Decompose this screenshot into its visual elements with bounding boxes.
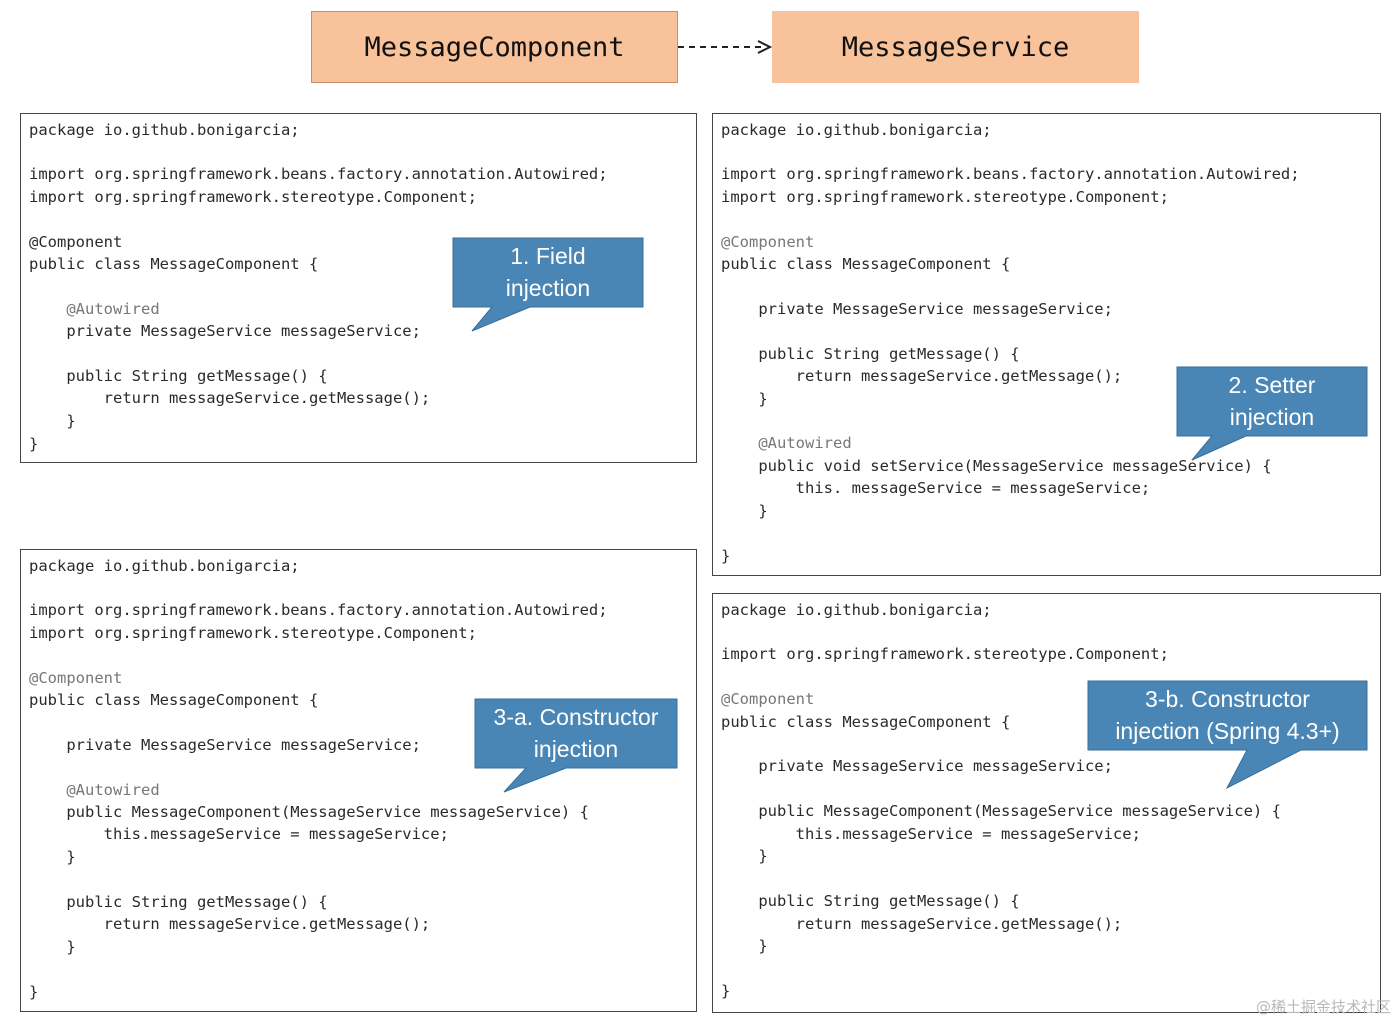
constructor-injection-a-panel: package io.github.bonigarcia; import org.… bbox=[20, 549, 697, 1012]
code-line: this.messageService = messageService; bbox=[29, 825, 449, 843]
code-line: private MessageService messageService; bbox=[721, 300, 1113, 318]
setter-injection-panel: package io.github.bonigarcia; import org.… bbox=[712, 113, 1381, 576]
callout-label: 1. Field injection bbox=[505, 243, 591, 301]
code-line: } bbox=[29, 412, 76, 430]
callout-shape bbox=[452, 237, 644, 332]
code-line: private MessageService messageService; bbox=[29, 322, 421, 340]
code-line: private MessageService messageService; bbox=[29, 736, 421, 754]
code-line: this.messageService = messageService; bbox=[721, 825, 1141, 843]
code-line: public String getMessage() { bbox=[29, 893, 328, 911]
code-line: } bbox=[29, 435, 39, 453]
code-line: } bbox=[721, 982, 731, 1000]
callout-label: 2. Setter injection bbox=[1228, 372, 1316, 430]
code-line: this. messageService = messageService; bbox=[721, 479, 1151, 497]
code-line: public MessageComponent(MessageService m… bbox=[721, 802, 1281, 820]
code-line: @Component bbox=[721, 233, 815, 251]
code-line: import org.springframework.beans.factory… bbox=[29, 601, 608, 619]
code-line: } bbox=[721, 847, 768, 865]
code-line: public class MessageComponent { bbox=[29, 691, 319, 709]
code-line: public String getMessage() { bbox=[721, 892, 1020, 910]
code-line: import org.springframework.stereotype.Co… bbox=[29, 624, 477, 642]
code-line: public MessageComponent(MessageService m… bbox=[29, 803, 589, 821]
code-line: return messageService.getMessage(); bbox=[29, 915, 431, 933]
code-line: import org.springframework.beans.factory… bbox=[721, 165, 1300, 183]
code-line: return messageService.getMessage(); bbox=[721, 915, 1123, 933]
code-line: package io.github.bonigarcia; bbox=[29, 557, 300, 575]
code-line: public String getMessage() { bbox=[721, 345, 1020, 363]
field-injection-callout: 1. Field injection bbox=[452, 237, 644, 333]
callout-label: 3-a. Constructor injection bbox=[493, 704, 659, 762]
code-line: public class MessageComponent { bbox=[29, 255, 319, 273]
callout-shape bbox=[1176, 366, 1368, 461]
code-line: package io.github.bonigarcia; bbox=[721, 601, 992, 619]
message-service-label: MessageService bbox=[841, 31, 1070, 63]
code-line: import org.springframework.stereotype.Co… bbox=[29, 188, 477, 206]
code-line: @Autowired bbox=[29, 781, 160, 799]
code-line: import org.springframework.stereotype.Co… bbox=[721, 188, 1169, 206]
code-line: } bbox=[721, 937, 768, 955]
code-line: public String getMessage() { bbox=[29, 367, 328, 385]
code-line: @Autowired bbox=[29, 300, 160, 318]
watermark: @稀土掘金技术社区 bbox=[1255, 998, 1391, 1016]
code-line: } bbox=[29, 938, 76, 956]
code-line: @Autowired bbox=[721, 434, 852, 452]
callout-label: 3-b. Constructor injection (Spring 4.3+) bbox=[1115, 686, 1340, 744]
code-line: @Component bbox=[29, 669, 123, 687]
code-line: package io.github.bonigarcia; bbox=[29, 121, 300, 139]
setter-injection-callout: 2. Setter injection bbox=[1176, 366, 1368, 462]
code-line: import org.springframework.stereotype.Co… bbox=[721, 645, 1169, 663]
code-line: } bbox=[29, 848, 76, 866]
code-line: } bbox=[721, 502, 768, 520]
code-line: } bbox=[29, 983, 39, 1001]
callout-shape bbox=[1087, 680, 1368, 790]
constructor-injection-a-callout: 3-a. Constructor injection bbox=[474, 698, 678, 794]
code-line: } bbox=[721, 547, 731, 565]
code-line: } bbox=[721, 390, 768, 408]
constructor-injection-b-callout: 3-b. Constructor injection (Spring 4.3+) bbox=[1087, 680, 1368, 790]
code-line: public class MessageComponent { bbox=[721, 255, 1011, 273]
message-component-box: MessageComponent bbox=[311, 11, 678, 83]
dependency-arrow bbox=[678, 40, 773, 54]
code-line: return messageService.getMessage(); bbox=[721, 367, 1123, 385]
code-line: package io.github.bonigarcia; bbox=[721, 121, 992, 139]
message-service-box: MessageService bbox=[772, 11, 1139, 83]
code-line: @Component bbox=[29, 233, 123, 251]
code-line: return messageService.getMessage(); bbox=[29, 389, 431, 407]
code-line: import org.springframework.beans.factory… bbox=[29, 165, 608, 183]
constructor-injection-b-panel: package io.github.bonigarcia; import org.… bbox=[712, 593, 1381, 1013]
code-line: public void setService(MessageService me… bbox=[721, 457, 1272, 475]
code-line: public class MessageComponent { bbox=[721, 713, 1011, 731]
code-line: @Component bbox=[721, 690, 815, 708]
message-component-label: MessageComponent bbox=[364, 31, 625, 63]
code-line: private MessageService messageService; bbox=[721, 757, 1113, 775]
callout-shape bbox=[474, 698, 678, 793]
